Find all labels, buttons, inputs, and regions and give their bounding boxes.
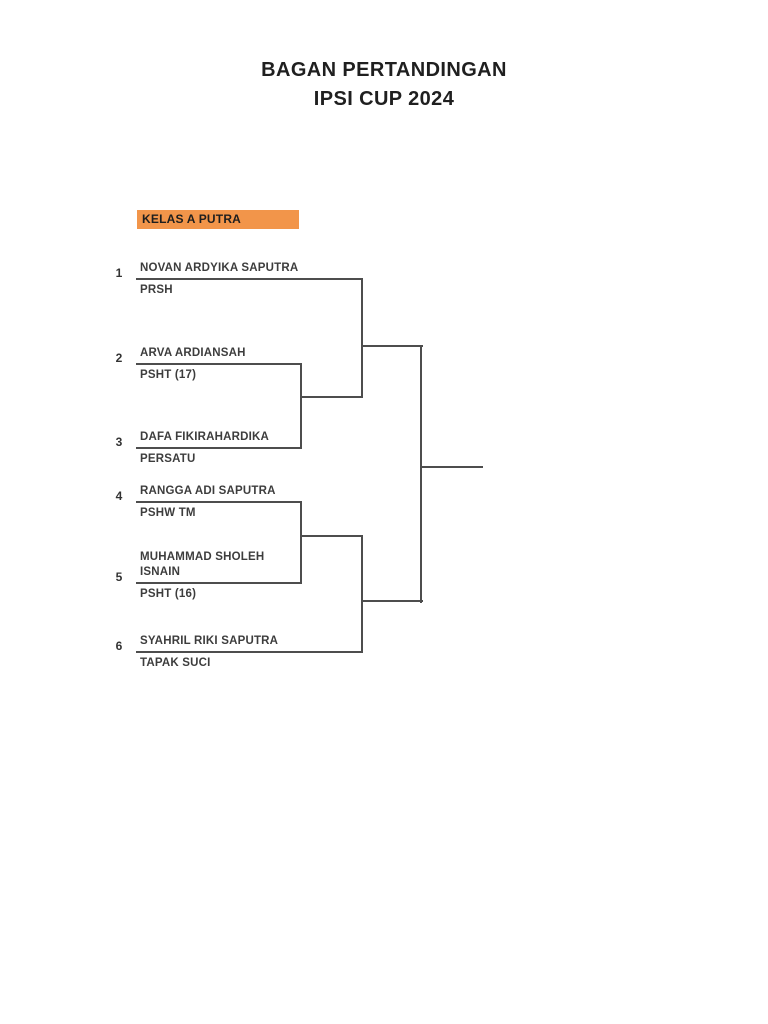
- entry-name: DAFA FIKIRAHARDIKA: [140, 431, 270, 443]
- entry-number: 4: [115, 489, 123, 503]
- entry-club: PSHT (17): [140, 369, 197, 381]
- bracket-vertical-match-4v5: [300, 501, 302, 584]
- entry-name: SYAHRIL RIKI SAPUTRA: [140, 635, 279, 647]
- class-label: KELAS A PUTRA: [137, 210, 299, 229]
- bracket-line-entry-1: [136, 278, 362, 280]
- bracket-line-winner-semifinal-top: [362, 345, 423, 347]
- bracket-line-winner-semifinal-bottom: [362, 600, 423, 602]
- bracket-line-winner-4v5: [302, 535, 363, 537]
- bracket-vertical-semifinal-bottom: [361, 535, 363, 653]
- bracket-vertical-match-2v3: [300, 363, 302, 449]
- title-line-2: IPSI CUP 2024: [313, 88, 455, 110]
- entry-name: NOVAN ARDYIKA SAPUTRA: [140, 262, 299, 274]
- bracket-vertical-semifinal-top: [361, 278, 363, 398]
- bracket-line-winner-2v3: [302, 396, 363, 398]
- entry-name: ARVA ARDIANSAH: [140, 347, 246, 359]
- title-line-1: BAGAN PERTANDINGAN: [261, 59, 507, 81]
- entry-name: RANGGA ADI SAPUTRA: [140, 485, 276, 497]
- page-title: BAGAN PERTANDINGAN IPSI CUP 2024: [0, 56, 768, 114]
- bracket-line-entry-5: [136, 582, 302, 584]
- bracket-vertical-final: [420, 345, 422, 603]
- entry-number: 5: [115, 570, 123, 584]
- entry-number: 3: [115, 435, 123, 449]
- bracket-line-champion: [421, 466, 483, 468]
- entry-club: PERSATU: [140, 453, 196, 465]
- entry-number: 1: [115, 266, 123, 280]
- entry-number: 6: [115, 639, 123, 653]
- entry-club: PSHW TM: [140, 507, 196, 519]
- entry-name: MUHAMMAD SHOLEH ISNAIN: [140, 551, 265, 578]
- entry-club: PRSH: [140, 284, 173, 296]
- entry-club: PSHT (16): [140, 588, 197, 600]
- entry-number: 2: [115, 351, 123, 365]
- bracket-line-entry-3: [136, 447, 302, 449]
- bracket-line-entry-6: [136, 651, 362, 653]
- bracket-line-entry-4: [136, 501, 302, 503]
- bracket-line-entry-2: [136, 363, 302, 365]
- entry-club: TAPAK SUCI: [140, 657, 211, 669]
